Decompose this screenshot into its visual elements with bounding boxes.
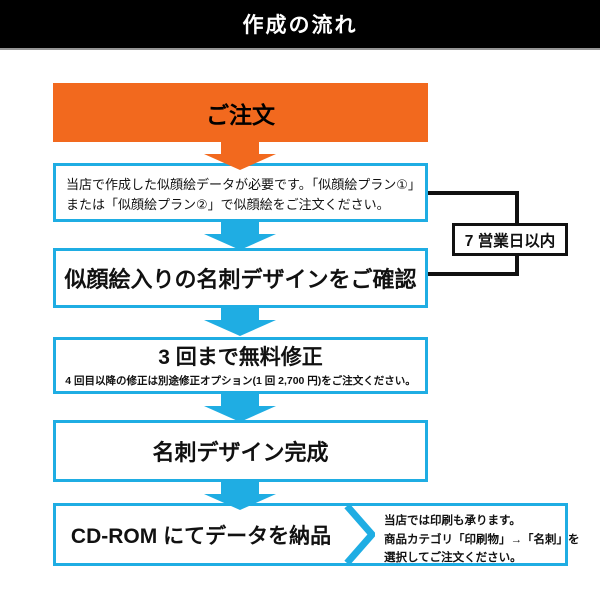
down-arrow-icon <box>204 141 276 170</box>
page-title: 作成の流れ <box>242 14 358 37</box>
step-free-revisions-box: 3 回まで無料修正 4 回目以降の修正は別途修正オプション(1 回 2,700 … <box>53 337 428 394</box>
header-bar: 作成の流れ <box>0 0 600 50</box>
down-arrow-icon <box>204 221 276 250</box>
step-free-revisions-note: 4 回目以降の修正は別途修正オプション(1 回 2,700 円)をご注文ください… <box>65 375 416 388</box>
bracket-line-bottom <box>428 272 519 276</box>
step-delivery-note-line3: 選択してご注文ください。 <box>384 552 522 565</box>
step-delivery-label: CD-ROM にてデータを納品 <box>70 524 332 548</box>
step-design-complete-label: 名刺デザイン完成 <box>152 440 329 465</box>
step-order-box: ご注文 <box>53 83 428 142</box>
down-arrow-icon <box>204 307 276 336</box>
step-delivery-note: 当店では印刷も承ります。 商品カテゴリ「印刷物」→「名刺」を 選択してご注文くだ… <box>384 512 580 568</box>
chevron-right-icon <box>344 506 375 563</box>
step-order-label: ご注文 <box>206 101 275 128</box>
turnaround-time-label: 7 営業日以内 <box>452 223 568 256</box>
step-design-complete-box: 名刺デザイン完成 <box>53 420 428 482</box>
step-design-confirm-label: 似顔絵入りの名刺デザインをご確認 <box>64 267 417 292</box>
step-free-revisions-label: 3 回まで無料修正 <box>158 346 323 369</box>
step-delivery-note-line1: 当店では印刷も承ります。 <box>384 515 521 527</box>
down-arrow-icon <box>204 481 276 510</box>
step-requirement-line2: または「似顔絵プラン②」で似顔絵をご注文ください。 <box>66 197 390 213</box>
bracket-line-top <box>428 191 519 195</box>
step-design-confirm-box: 似顔絵入りの名刺デザインをご確認 <box>53 248 428 308</box>
turnaround-time-text: 7 営業日以内 <box>464 232 556 250</box>
step-requirement-box: 当店で作成した似顔絵データが必要です。「似顔絵プラン①」 または「似顔絵プラン②… <box>53 163 428 222</box>
step-delivery-note-line2: 商品カテゴリ「印刷物」→「名刺」を <box>384 533 580 546</box>
step-delivery-box: CD-ROM にてデータを納品 当店では印刷も承ります。 商品カテゴリ「印刷物」… <box>53 503 580 568</box>
down-arrow-icon <box>204 393 276 422</box>
step-requirement-line1: 当店で作成した似顔絵データが必要です。「似顔絵プラン①」 <box>66 177 421 192</box>
